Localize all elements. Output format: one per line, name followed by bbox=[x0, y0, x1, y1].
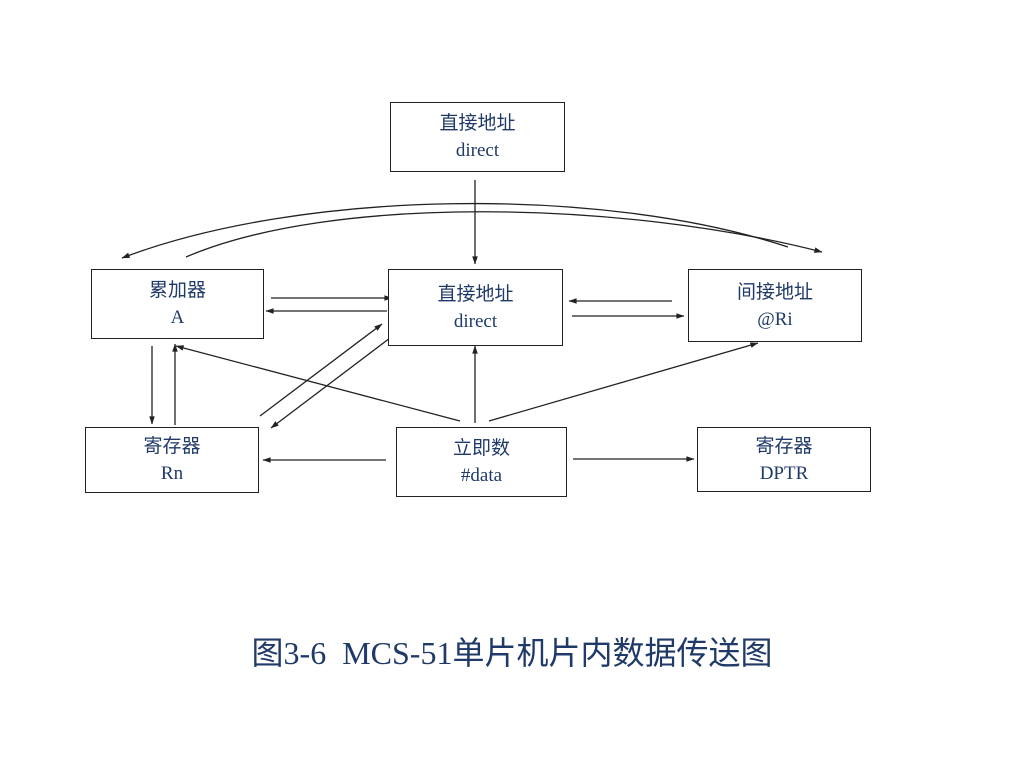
node-sublabel: DPTR bbox=[759, 462, 809, 484]
node-sublabel: @Ri bbox=[757, 308, 793, 330]
node-register-rn: 寄存器 Rn bbox=[85, 427, 259, 493]
node-label: 立即数 bbox=[452, 438, 510, 459]
node-label: 直接地址 bbox=[439, 113, 516, 134]
node-indirect-address: 间接地址 @Ri bbox=[688, 269, 862, 342]
node-label: 间接地址 bbox=[736, 281, 813, 303]
node-label: 寄存器 bbox=[755, 435, 813, 457]
node-sublabel: direct bbox=[453, 310, 498, 332]
node-register-dptr: 寄存器 DPTR bbox=[697, 427, 871, 492]
node-sublabel: #data bbox=[460, 465, 503, 486]
node-accumulator: 累加器 A bbox=[91, 269, 264, 339]
node-immediate-data: 立即数 #data bbox=[396, 427, 567, 497]
node-direct-address-top: 直接地址 direct bbox=[390, 102, 565, 172]
node-sublabel: direct bbox=[455, 140, 500, 161]
node-label: 累加器 bbox=[148, 280, 206, 301]
figure-caption: 图3-6 MCS-51单片机片内数据传送图 bbox=[251, 635, 773, 671]
node-label: 直接地址 bbox=[437, 283, 514, 305]
arrow-rn-to-direct-mid bbox=[259, 323, 383, 417]
node-sublabel: Rn bbox=[160, 463, 184, 484]
node-label: 寄存器 bbox=[143, 436, 201, 457]
arrow-direct-mid-to-rn bbox=[270, 334, 395, 429]
node-sublabel: A bbox=[170, 307, 185, 328]
arrow-immediate-to-indirect bbox=[488, 342, 759, 422]
arrow-immediate-to-accumulator bbox=[175, 345, 461, 422]
arrow-indirect-to-accumulator-curve bbox=[121, 202, 789, 259]
arrow-accumulator-to-indirect-curve bbox=[185, 211, 823, 258]
node-direct-address-center: 直接地址 direct bbox=[388, 269, 563, 346]
